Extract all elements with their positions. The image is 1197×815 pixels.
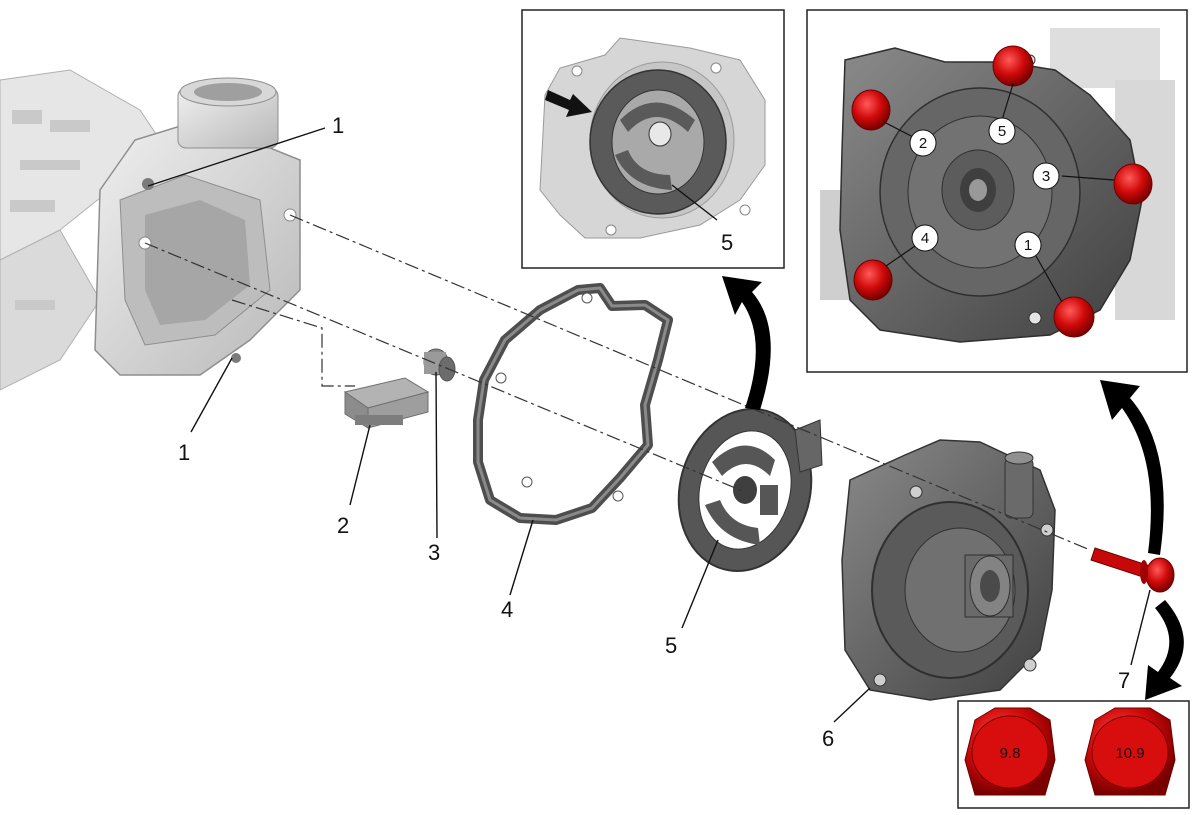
bolt-part — [1090, 547, 1175, 593]
callout-gasket: 4 — [501, 597, 513, 622]
bolt-head-4 — [853, 259, 893, 301]
inset-tightening-sequence: 1 2 3 4 5 — [806, 9, 1188, 373]
sequence-marker-1: 1 — [1014, 231, 1042, 259]
callout-key: 2 — [337, 513, 349, 538]
inset-plate-callout: 5 — [721, 230, 733, 255]
callout-housing-lower: 1 — [178, 440, 190, 465]
callout-bolt: 7 — [1118, 668, 1130, 693]
curved-arrow-icon — [1100, 380, 1164, 555]
bolt-head-1 — [1053, 296, 1095, 338]
inset-bolt-grades: 9.8 10.9 — [957, 700, 1190, 809]
pointer-arrow-icon — [545, 90, 592, 117]
sequence-label-3: 3 — [1042, 168, 1050, 185]
sequence-label-4: 4 — [921, 230, 929, 247]
bolt-grade-label-1: 9.8 — [1000, 745, 1021, 762]
sequence-marker-3: 3 — [1032, 162, 1060, 190]
sequence-marker-5: 5 — [988, 117, 1016, 145]
bolt-grade-label-2: 10.9 — [1115, 745, 1144, 762]
sequence-marker-4: 4 — [911, 224, 939, 252]
callout-housing-upper: 1 — [332, 113, 344, 138]
gasket-part — [473, 283, 673, 525]
bolt-head-3 — [1113, 163, 1153, 205]
bolt-grade-head-2: 10.9 — [1084, 707, 1176, 796]
callout-pump: 6 — [822, 726, 834, 751]
leader-lines — [147, 127, 1151, 723]
callout-plate: 5 — [665, 633, 677, 658]
alignment-lines — [144, 214, 1091, 551]
sequence-marker-2: 2 — [909, 129, 937, 157]
inset-plate-position: 5 — [521, 9, 785, 269]
sequence-label-2: 2 — [919, 135, 927, 152]
pump-housing — [94, 77, 301, 376]
curved-arrow-icon — [722, 276, 771, 410]
sequence-label-1: 1 — [1024, 237, 1032, 254]
curved-arrow-icon — [1145, 600, 1184, 700]
oil-pump — [841, 439, 1056, 701]
callout-sleeve: 3 — [428, 540, 440, 565]
bolt-head-5 — [992, 45, 1034, 87]
key-part — [343, 377, 430, 429]
pressure-plate — [677, 408, 823, 572]
sequence-label-5: 5 — [998, 123, 1006, 140]
bolt-grade-head-1: 9.8 — [964, 707, 1056, 796]
valve-body — [0, 69, 161, 391]
bolt-head-2 — [851, 89, 891, 131]
